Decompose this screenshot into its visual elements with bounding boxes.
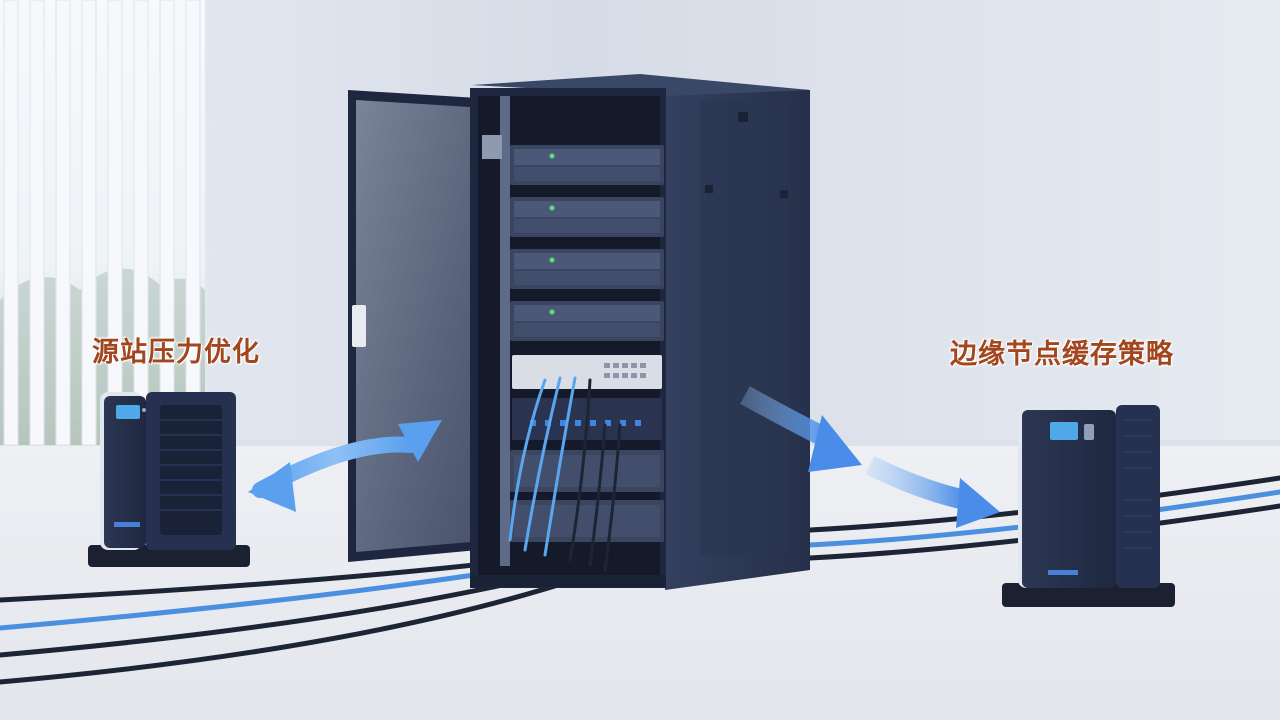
double-arrow-icon — [248, 420, 442, 512]
flow-arrow-icon — [740, 386, 1000, 528]
window-blinds — [0, 0, 205, 446]
edge-cache-label: 边缘节点缓存策略 — [950, 339, 1174, 370]
right-edge-server — [1002, 405, 1175, 607]
server-rack — [470, 74, 810, 590]
origin-pressure-label: 源站压力优化 — [92, 337, 260, 368]
left-edge-server — [88, 392, 250, 567]
